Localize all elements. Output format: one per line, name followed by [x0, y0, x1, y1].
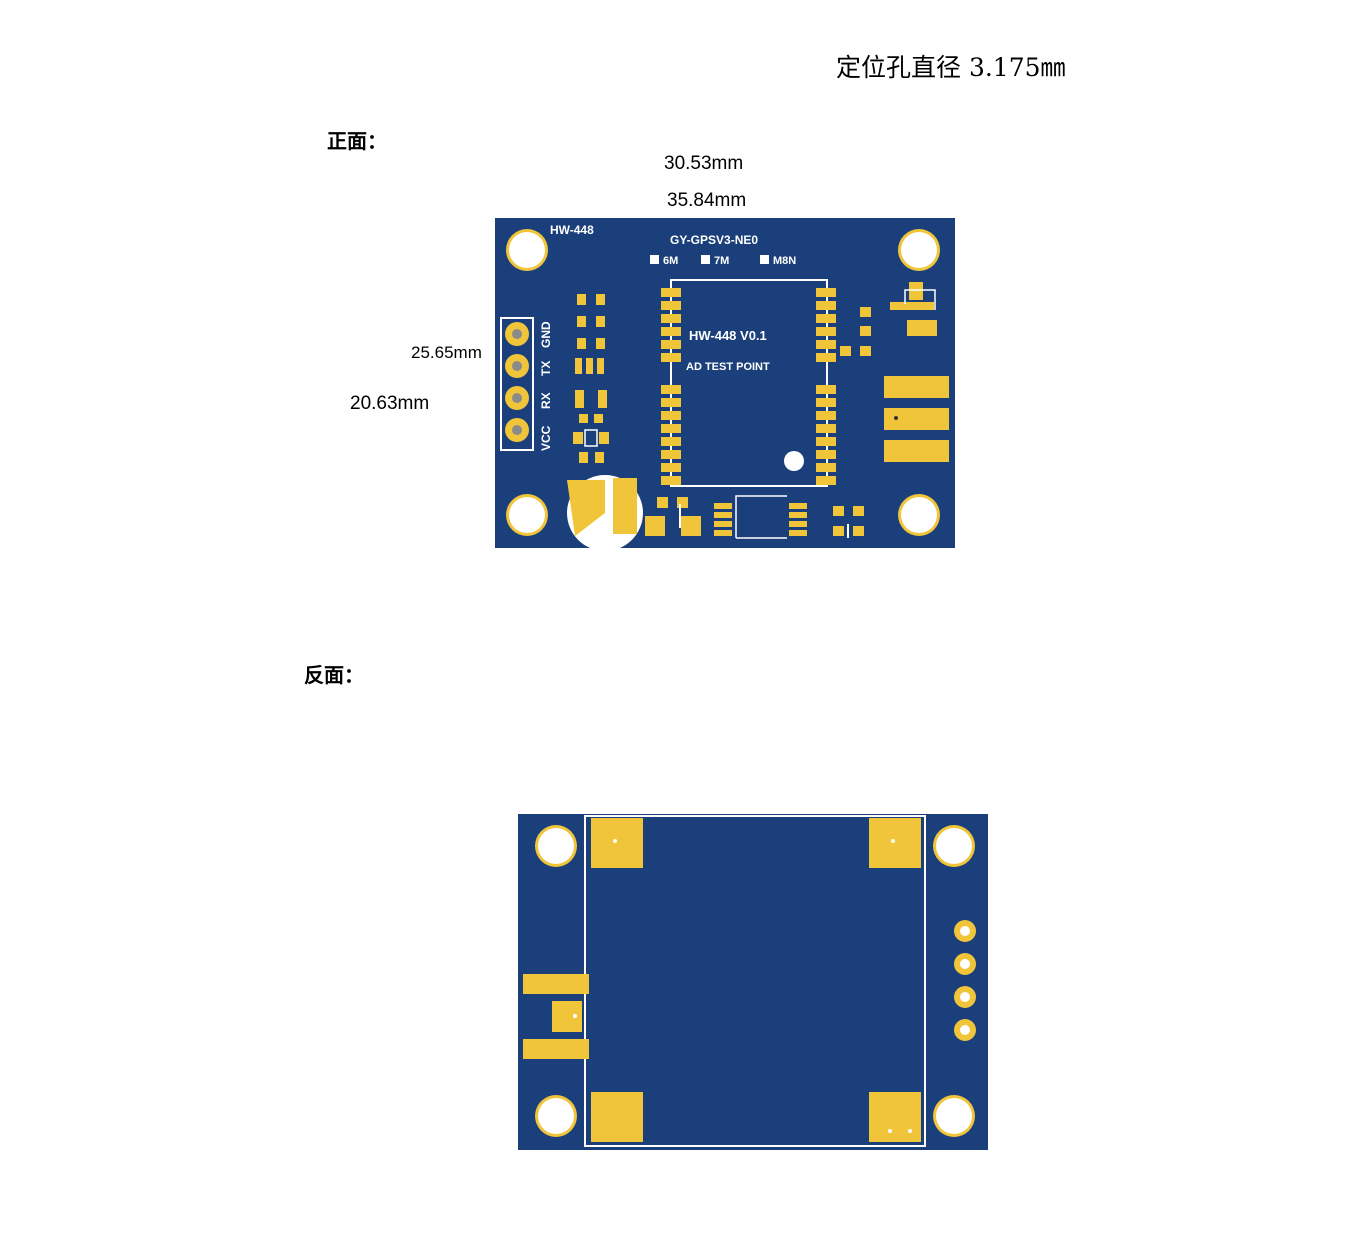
front-height-inner-dimension: 20.63mm: [350, 393, 430, 414]
hole-diameter-note: 定位孔直径 3.175㎜: [836, 53, 1066, 82]
back-pcb-image: [518, 814, 988, 1150]
mounting-hole-top-right: [898, 229, 940, 271]
mounting-hole-bottom-right: [898, 494, 940, 536]
pin-label-rx: RX: [539, 392, 553, 409]
front-width-inner-dimension: 30.53mm: [664, 153, 744, 174]
pin1-marker: [784, 451, 804, 471]
back-header-pads: [954, 920, 976, 1041]
smd-components-bottom: [645, 497, 864, 536]
silk-option-6m: 6M: [663, 255, 678, 267]
smd-components-left: [573, 294, 609, 463]
silk-option-7m: 7M: [714, 255, 729, 267]
gps-module-outline: [670, 279, 828, 487]
front-pcb-image: HW-448 GY-GPSV3-NE0 6M 7M M8N GND TX RX …: [495, 218, 955, 551]
silk-board-id: HW-448: [550, 223, 594, 237]
silk-model-name: GY-GPSV3-NE0: [670, 233, 758, 247]
silk-test-point: AD TEST POINT: [686, 361, 770, 373]
back-mounting-hole-top-left: [535, 825, 577, 867]
pin-label-tx: TX: [539, 361, 553, 376]
back-antenna-pads: [523, 974, 589, 1059]
back-corner-pads: [591, 818, 921, 1142]
mounting-hole-top-left: [506, 229, 548, 271]
front-height-outer-dimension: 25.65mm: [411, 343, 482, 362]
silk-option-m8n: M8N: [773, 255, 796, 267]
back-mounting-hole-top-right: [933, 825, 975, 867]
header-outline: [500, 317, 534, 451]
back-mounting-hole-bottom-right: [933, 1095, 975, 1137]
battery-footprint: [567, 475, 643, 551]
front-width-outer-dimension: 35.84mm: [667, 190, 747, 211]
silk-version: HW-448 V0.1: [689, 328, 767, 343]
pin-label-vcc: VCC: [539, 425, 553, 451]
back-mounting-hole-bottom-left: [535, 1095, 577, 1137]
mounting-hole-bottom-left: [506, 494, 548, 536]
smd-components-right: [840, 282, 949, 462]
front-section-label: 正面：: [327, 129, 387, 153]
back-section-label: 反面：: [304, 663, 364, 687]
pin-label-gnd: GND: [539, 321, 553, 348]
gps-module-pads: [661, 288, 836, 485]
